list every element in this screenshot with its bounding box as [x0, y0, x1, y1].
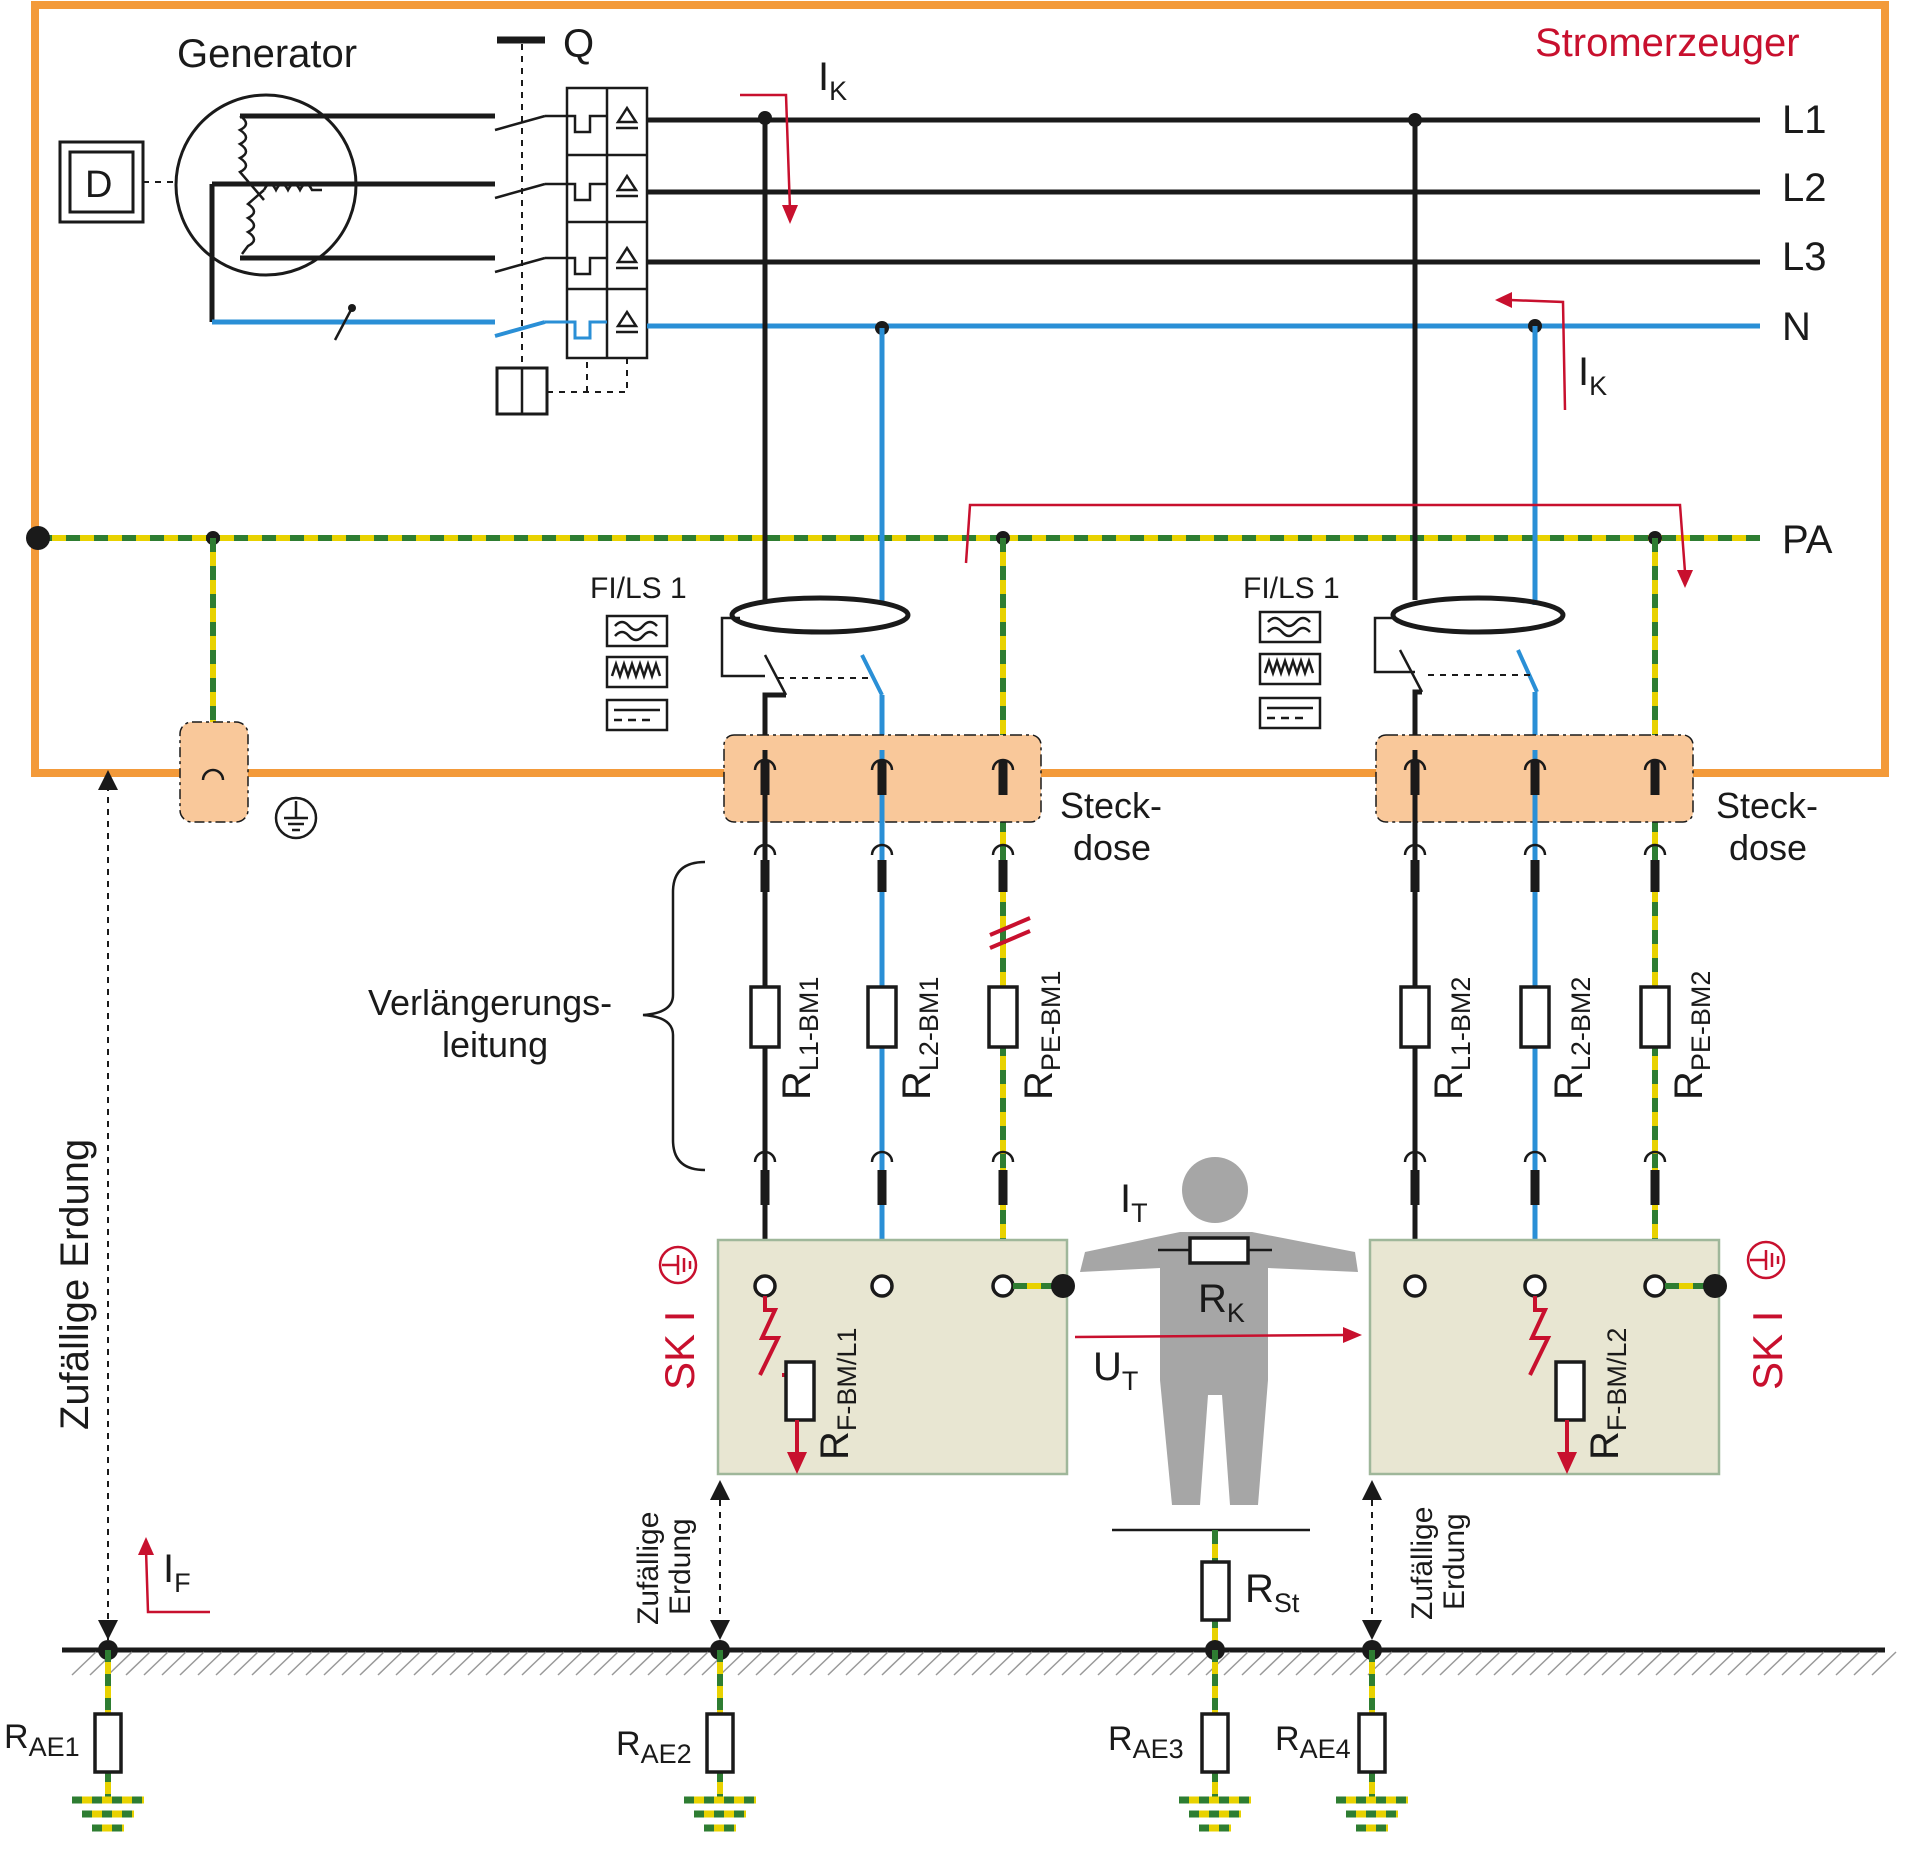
earth-symbol-icon: [1336, 1796, 1408, 1832]
rst-label: RSt: [1245, 1567, 1300, 1618]
steckdose-left-label-2: dose: [1073, 827, 1151, 868]
verlaengerung-label-2: leitung: [442, 1024, 548, 1065]
residual-current-sensor-icon: [720, 595, 911, 696]
earth-symbol-icon: [1179, 1796, 1251, 1832]
earth-electrode-4: [1336, 1640, 1408, 1832]
ik-top-label: IK: [818, 55, 847, 106]
generator-label: Generator: [177, 32, 357, 76]
rae2-label: RAE2: [616, 1725, 692, 1769]
bus-l1-label: L1: [1782, 98, 1827, 142]
r-f-bm-l1-label: RF-BM/L1: [813, 1328, 862, 1460]
device-bm2: [1368, 1238, 1721, 1476]
zufaellige-erdung-1-line2: Erdung: [664, 1518, 697, 1615]
r-l2-bm1-label: RL2-BM1: [895, 977, 944, 1100]
sk1-right-label: SK I: [1744, 1311, 1791, 1390]
fils-left-label: FI/LS 1: [590, 572, 687, 605]
bus-l2-label: L2: [1782, 166, 1827, 210]
earth-symbol-icon: [684, 1796, 756, 1832]
extension-left: [749, 750, 1031, 1275]
person-figure: [1080, 1157, 1358, 1505]
zufaellige-erdung-2-line2: Erdung: [1438, 1513, 1471, 1610]
steckdose-right-label-2: dose: [1729, 827, 1807, 868]
earth-electrode-2: [684, 1640, 756, 1832]
zufaellige-erdung-1-line1: Zufällige: [632, 1512, 665, 1625]
if-label: IF: [163, 1547, 191, 1598]
protective-earth-icon: [658, 1245, 698, 1285]
earth-electrodes: [72, 1640, 1408, 1832]
rae4-label: RAE4: [1275, 1720, 1351, 1764]
r-pe-bm2-label: RPE-BM2: [1667, 971, 1716, 1100]
earth-terminal-box: [179, 721, 249, 823]
steckdose-right-label-1: Steck-: [1716, 785, 1818, 826]
ik-right-label: IK: [1578, 350, 1607, 401]
earth-electrode-1: [72, 1640, 144, 1832]
protective-earth-icon: [274, 796, 318, 840]
steckdose-left-label-1: Steck-: [1060, 785, 1162, 826]
ground-surface: [62, 1647, 1897, 1676]
stromerzeuger-label: Stromerzeuger: [1535, 21, 1800, 65]
extension-right: [1399, 750, 1671, 1275]
breaker-q: [494, 86, 649, 416]
protective-earth-icon: [1746, 1240, 1786, 1280]
sk1-left-label: SK I: [656, 1311, 703, 1390]
r-l2-bm2-label: RL2-BM2: [1547, 977, 1596, 1100]
fils-right-label: FI/LS 1: [1243, 572, 1340, 605]
residual-current-sensor-icon: [1373, 595, 1566, 693]
r-l1-bm2-label: RL1-BM2: [1427, 977, 1476, 1100]
zufaellige-erdung-main-label: Zufällige Erdung: [53, 1139, 97, 1430]
bus-n-label: N: [1782, 305, 1811, 349]
earth-electrode-3: [1179, 1640, 1251, 1832]
breaker-q-label: Q: [563, 22, 594, 66]
ut-label: UT: [1093, 1345, 1138, 1396]
rae1-label: RAE1: [4, 1718, 80, 1762]
rk-label: RK: [1198, 1277, 1245, 1328]
svg-text:D: D: [85, 164, 112, 206]
r-pe-bm1-label: RPE-BM1: [1017, 971, 1066, 1100]
verlaengerung-label-1: Verlängerungs-: [368, 982, 612, 1023]
it-label: IT: [1120, 1177, 1148, 1228]
fils-left-icons: [605, 614, 669, 732]
fils-right-icons: [1258, 610, 1322, 730]
diesel-engine-icon: D: [58, 140, 145, 224]
zufaellige-erdung-2-line1: Zufällige: [1406, 1507, 1439, 1620]
earth-symbol-icon: [72, 1796, 144, 1832]
bus-pa-label: PA: [1782, 518, 1833, 562]
r-f-bm-l2-label: RF-BM/L2: [1583, 1328, 1632, 1460]
r-l1-bm1-label: RL1-BM1: [775, 977, 824, 1100]
bus-l3-label: L3: [1782, 235, 1827, 279]
rae3-label: RAE3: [1108, 1720, 1184, 1764]
